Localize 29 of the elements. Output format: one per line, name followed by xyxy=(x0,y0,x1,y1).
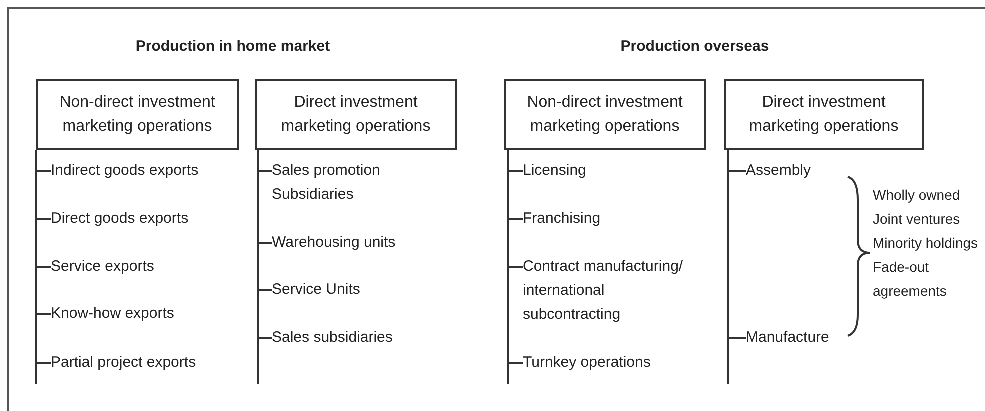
tree-connector xyxy=(727,149,747,385)
list-item-text: Franchising xyxy=(523,207,601,231)
ownership-type-text: Joint ventures xyxy=(873,210,962,229)
category-box: Non-direct investment marketing operations xyxy=(504,79,706,150)
ownership-type-text: Wholly owned xyxy=(873,186,962,205)
list-item-text: Warehousing units xyxy=(272,231,396,255)
category-box: Non-direct investment marketing operations xyxy=(36,79,239,150)
list-item-text: Indirect goods exports xyxy=(51,159,199,183)
list-item-text: Manufacture xyxy=(746,326,830,350)
list-item-text: Licensing xyxy=(523,159,586,183)
category-box: Direct investment marketing operations xyxy=(255,79,457,150)
list-item-text: Direct goods exports xyxy=(51,207,189,231)
section-heading: Production in home market xyxy=(134,37,332,57)
section-heading: Production overseas xyxy=(620,37,770,57)
tree-connector xyxy=(35,149,52,385)
list-item-text: Service exports xyxy=(51,255,154,279)
list-item-text: Assembly xyxy=(746,159,812,183)
ownership-type-text: Minority holdings xyxy=(873,234,980,253)
tree-connector xyxy=(257,149,273,385)
list-item-text: Service Units xyxy=(272,278,360,302)
list-item-text: Sales subsidiaries xyxy=(272,326,393,350)
category-box: Direct investment marketing operations xyxy=(724,79,924,150)
list-item-text: Know-how exports xyxy=(51,302,174,326)
tree-connector xyxy=(507,149,524,385)
list-item-text: Partial project exports xyxy=(51,351,196,375)
list-item-text: Turnkey operations xyxy=(523,351,651,375)
list-item-text: Sales promotion Subsidiaries xyxy=(272,159,397,207)
list-item-text: Contract manufacturing/ international subcontracting xyxy=(523,255,703,327)
ownership-type-text: Fade-out agreements xyxy=(873,258,948,301)
